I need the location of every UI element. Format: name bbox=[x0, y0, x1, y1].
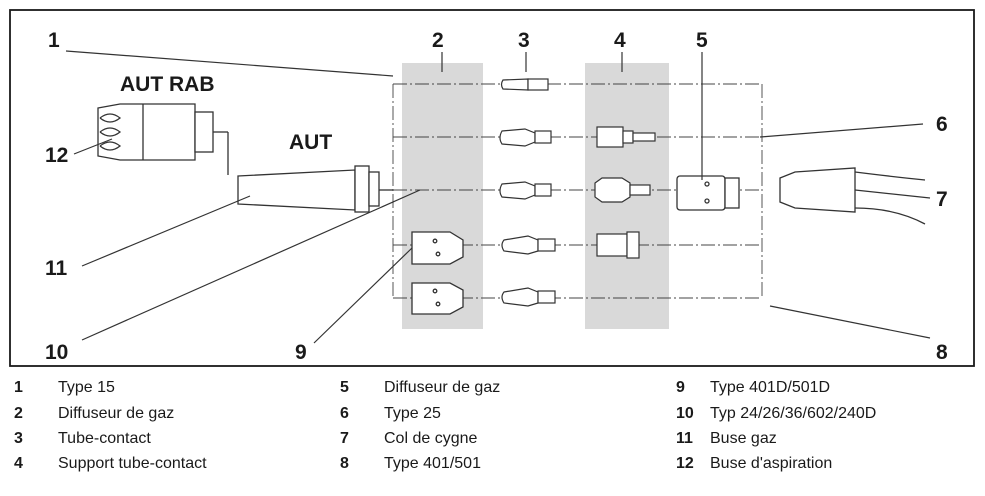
legend-label: Support tube-contact bbox=[58, 455, 207, 472]
contact-tubes bbox=[499, 78, 556, 307]
callout-2: 2 bbox=[432, 29, 444, 52]
legend-label: Buse d'aspiration bbox=[710, 455, 833, 472]
legend-item-12: 12 Buse d'aspiration bbox=[676, 454, 832, 474]
legend-label: Type 25 bbox=[384, 405, 441, 422]
callout-1: 1 bbox=[48, 29, 60, 52]
legend-item-11: 11 Buse gaz bbox=[676, 429, 777, 449]
legend-item-7: 7 Col de cygne bbox=[340, 429, 477, 449]
legend-item-1: 1 Type 15 bbox=[14, 378, 115, 398]
legend-item-5: 5 Diffuseur de gaz bbox=[340, 378, 500, 398]
callout-10: 10 bbox=[45, 341, 69, 364]
variant-aut: AUT bbox=[289, 131, 333, 154]
gas-diffuser-5 bbox=[676, 175, 740, 211]
legend-item-10: 10 Typ 24/26/36/602/240D bbox=[676, 404, 876, 424]
callout-12: 12 bbox=[45, 144, 69, 167]
gas-nozzle bbox=[237, 165, 393, 213]
legend-num: 8 bbox=[340, 455, 349, 472]
legend-num: 4 bbox=[14, 455, 23, 472]
legend-num: 6 bbox=[340, 405, 349, 422]
callout-4: 4 bbox=[614, 29, 626, 52]
legend-num: 12 bbox=[676, 455, 694, 472]
legend-num: 10 bbox=[676, 405, 694, 422]
callout-3: 3 bbox=[518, 29, 530, 52]
legend-label: Diffuseur de gaz bbox=[58, 405, 175, 422]
legend-item-8: 8 Type 401/501 bbox=[340, 454, 481, 474]
leader-lines bbox=[65, 50, 931, 344]
diagram-frame bbox=[9, 9, 975, 367]
legend-item-3: 3 Tube-contact bbox=[14, 429, 151, 449]
legend-num: 3 bbox=[14, 430, 23, 447]
callout-9: 9 bbox=[295, 341, 307, 364]
legend-num: 1 bbox=[14, 379, 23, 396]
callout-6: 6 bbox=[936, 113, 948, 136]
legend-label: Type 15 bbox=[58, 379, 115, 396]
legend-item-2: 2 Diffuseur de gaz bbox=[14, 404, 174, 424]
legend-label: Buse gaz bbox=[710, 430, 777, 447]
callout-8: 8 bbox=[936, 341, 948, 364]
legend-label: Type 401D/501D bbox=[710, 379, 831, 396]
swan-neck bbox=[779, 167, 926, 225]
variant-aut-rab: AUT RAB bbox=[120, 73, 215, 96]
legend-num: 11 bbox=[676, 430, 693, 447]
legend-num: 5 bbox=[340, 379, 349, 396]
legend-item-9: 9 Type 401D/501D bbox=[676, 378, 830, 398]
legend-item-6: 6 Type 25 bbox=[340, 404, 441, 424]
callout-7: 7 bbox=[936, 188, 948, 211]
contact-tube-holders bbox=[594, 126, 656, 259]
suction-nozzle bbox=[97, 103, 229, 175]
legend-label: Typ 24/26/36/602/240D bbox=[710, 405, 877, 422]
legend-num: 7 bbox=[340, 430, 349, 447]
legend-num: 9 bbox=[676, 379, 685, 396]
callout-5: 5 bbox=[696, 29, 708, 52]
legend-item-4: 4 Support tube-contact bbox=[14, 454, 207, 474]
legend-label: Type 401/501 bbox=[384, 455, 481, 472]
legend-label: Diffuseur de gaz bbox=[384, 379, 501, 396]
gas-diffusers bbox=[411, 231, 464, 315]
legend-label: Col de cygne bbox=[384, 430, 478, 447]
legend-label: Tube-contact bbox=[58, 430, 151, 447]
legend-num: 2 bbox=[14, 405, 23, 422]
callout-11: 11 bbox=[45, 257, 68, 280]
